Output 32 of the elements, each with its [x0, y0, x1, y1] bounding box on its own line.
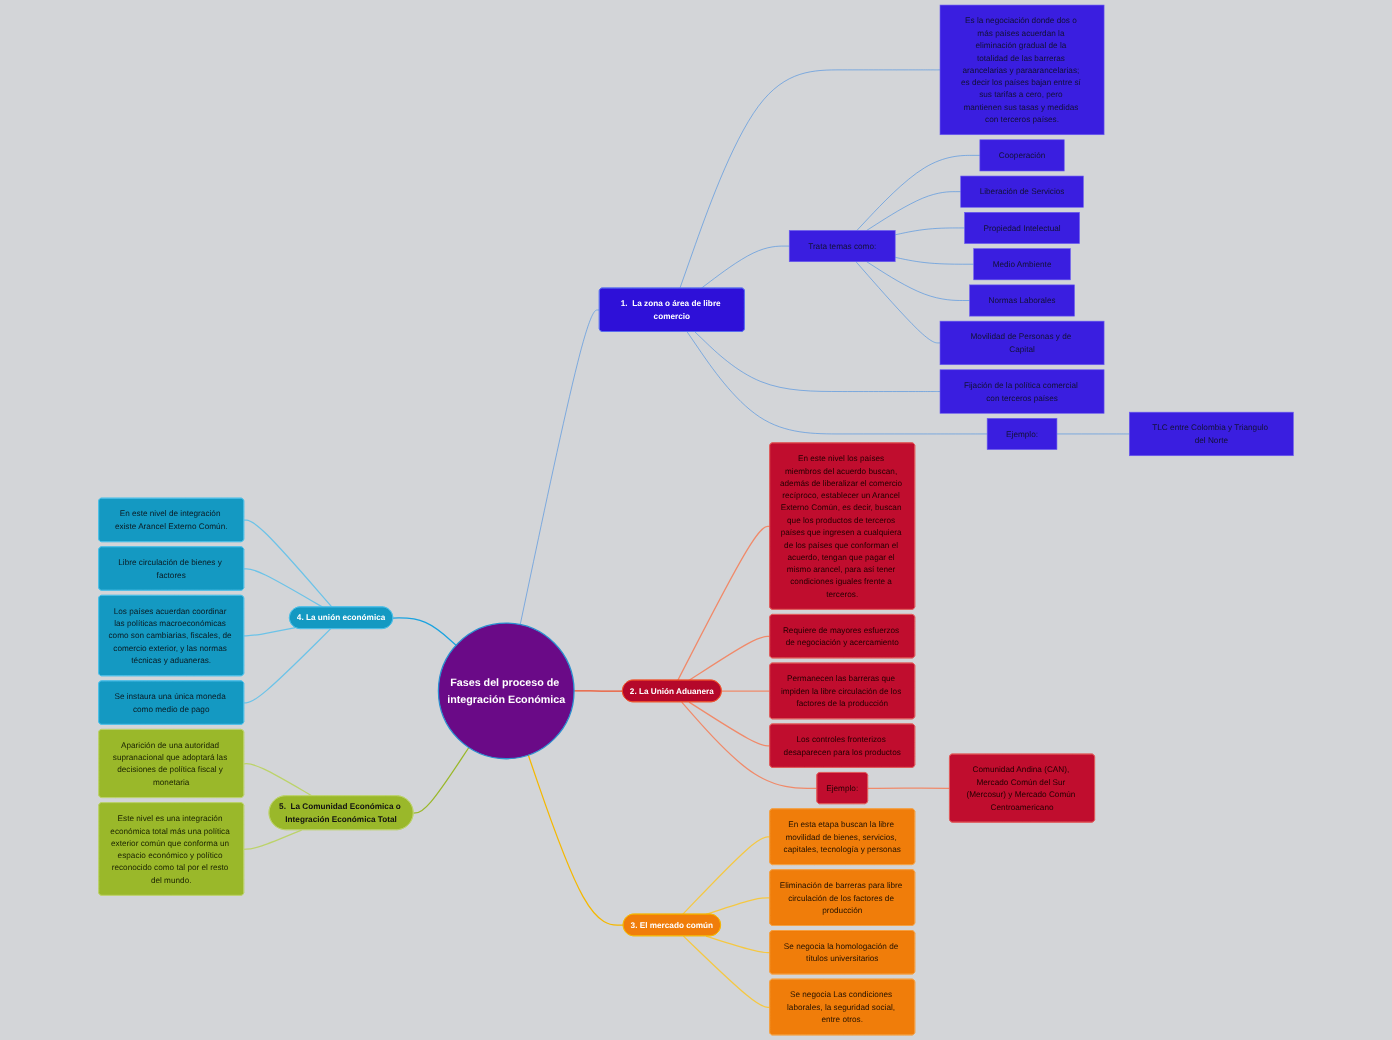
connector: [688, 635, 771, 681]
connector: [682, 935, 771, 1008]
connector: [243, 763, 313, 797]
connector: [573, 690, 624, 692]
connector: [679, 69, 941, 289]
connector: [894, 257, 974, 265]
connector: [721, 690, 771, 692]
connector: [243, 829, 303, 850]
connector: [681, 701, 818, 790]
connector: [412, 746, 470, 814]
connector: [866, 261, 970, 301]
connector: [392, 617, 457, 646]
connector: [701, 245, 790, 289]
connector: [866, 191, 962, 231]
connector: [519, 309, 600, 625]
connector: [705, 897, 771, 915]
connector: [686, 331, 988, 435]
connector: [894, 227, 965, 236]
connector: [682, 836, 771, 915]
connector: [243, 519, 333, 608]
connector: [243, 627, 297, 637]
connector: [243, 628, 332, 704]
connector: [527, 754, 625, 926]
connector: [243, 568, 324, 608]
connector: [1056, 433, 1130, 435]
connector: [705, 935, 771, 954]
connector: [856, 155, 981, 231]
connector: [677, 525, 771, 681]
connector: [855, 261, 941, 344]
connector: [688, 701, 771, 747]
connector: [867, 787, 951, 790]
connector: [694, 331, 941, 392]
